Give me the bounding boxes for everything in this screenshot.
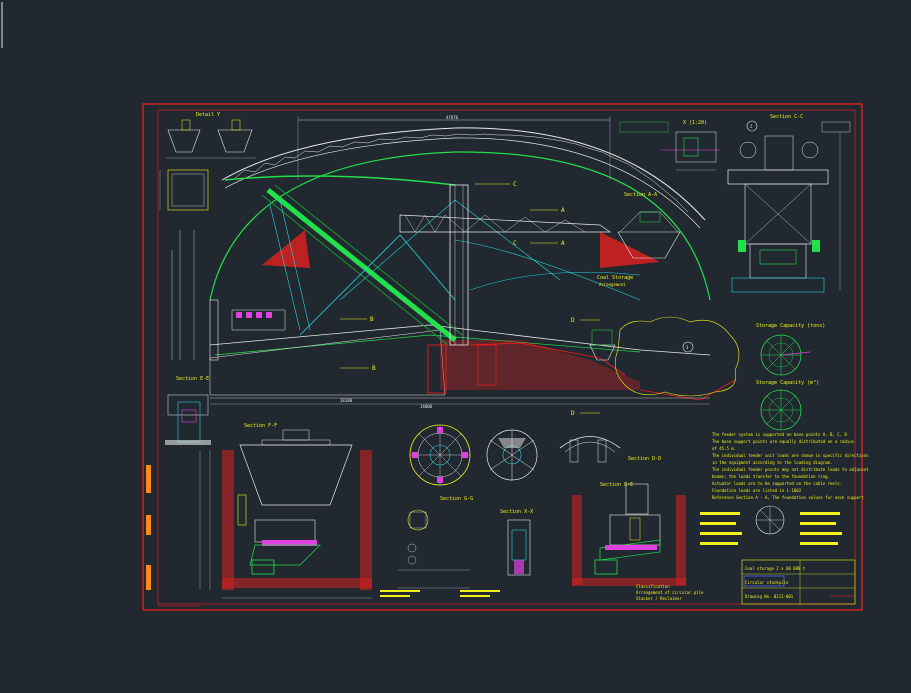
cut-mark-c2: C xyxy=(513,240,517,247)
section-aa-view: Section A-A xyxy=(617,192,681,259)
cut-mark-b2: B xyxy=(372,365,376,372)
storage-capacity-lower: Storage Capacity (m³) xyxy=(756,380,819,431)
cut-mark-a1: A xyxy=(561,207,565,214)
sheet-border-outer xyxy=(142,103,863,611)
detail-x-title: X (1:20) xyxy=(683,120,707,126)
detail-y-title: Detail Y xyxy=(196,112,220,118)
note-line-0: The feeder system is supported on base p… xyxy=(712,432,847,437)
note-line-1: The base support points are equally dist… xyxy=(712,439,855,444)
section-ee-title: Section E-E xyxy=(176,376,209,382)
note-line-3: The individual feeder unit loads are sho… xyxy=(712,453,869,458)
callout-2: 2 xyxy=(750,124,753,129)
storage-capacity-lower-title: Storage Capacity (m³) xyxy=(756,380,819,386)
dim-mid-label: 18100 xyxy=(340,398,353,403)
note-line-4: in the equipment according to the loadin… xyxy=(712,460,832,465)
section-gg-view: Section G-G xyxy=(398,496,473,589)
section-dd-title: Section D-D xyxy=(628,456,661,462)
section-cc-view: Section C-C 2 xyxy=(727,114,851,293)
cut-mark-c1: C xyxy=(513,181,517,188)
storage-capacity-upper-title: Storage Capacity (tons) xyxy=(756,323,825,329)
dim-top-label: 47870 xyxy=(446,115,459,120)
bottom-note-0: Classification xyxy=(636,584,670,589)
section-xx-title: Section X-X xyxy=(500,509,533,515)
section-cc-title: Section C-C xyxy=(770,114,803,120)
note-line-7: Actuator loads are to be supported on th… xyxy=(712,481,842,486)
section-ff-title: Section F-F xyxy=(244,423,277,429)
cut-mark-a2: A xyxy=(561,240,565,247)
arc-detail-dd: Section D-D xyxy=(559,436,661,463)
section-aa-title: Section A-A xyxy=(624,192,657,198)
bottom-notes: Classification Arrangement of circular p… xyxy=(380,584,704,601)
section-ee-large-title: Section E-E xyxy=(600,482,633,488)
cut-mark-d2: D xyxy=(571,410,575,417)
section-ff-view: Section F-F xyxy=(199,423,372,599)
note-line-2: of 45.5 m. xyxy=(712,446,736,451)
general-notes: The feeder system is supported on base p… xyxy=(700,432,869,545)
note-line-5: The individual feeder points may not dis… xyxy=(712,467,869,472)
cut-mark-b1: B xyxy=(370,316,374,323)
section-ee-small-view: Section E-E xyxy=(165,376,211,445)
rotary-detail-2 xyxy=(486,429,538,481)
note-line-8: Foundation loads are listed in L-1002 xyxy=(712,488,802,493)
section-gg-title: Section G-G xyxy=(440,496,473,502)
coal-storage-label: Coal Storage xyxy=(597,275,633,281)
rotary-detail-1 xyxy=(409,424,471,486)
title-row-2: Drawing No. 0111-001 xyxy=(745,594,794,599)
note-line-6: beams; the loads transfer to the foundat… xyxy=(712,474,830,479)
title-block: Coal storage 2 x 60 000 t Circular stock… xyxy=(741,559,856,605)
coal-storage-sublabel: Arrangement xyxy=(599,282,626,287)
bottom-note-2: Stacker / Reclaimer xyxy=(636,596,682,601)
dim-bottom-label: 14000 xyxy=(420,404,433,409)
bottom-note-1: Arrangement of circular pile xyxy=(636,590,704,595)
title-row-1: Circular stockpile xyxy=(745,580,789,585)
cut-mark-d1: D xyxy=(571,317,575,324)
detail-y-view: Detail Y xyxy=(159,112,256,211)
storage-capacity-upper: Storage Capacity (tons) xyxy=(756,323,825,376)
detail-x-view: X (1:20) xyxy=(619,120,720,171)
callout-3: 3 xyxy=(686,345,689,350)
sheet-border-inner xyxy=(157,109,856,605)
section-ee-large-view: Section E-E xyxy=(572,482,686,586)
note-line-9: Reference Section A - A, The foundation … xyxy=(712,495,864,500)
revision-marks xyxy=(146,465,151,590)
section-xx-view: Section X-X xyxy=(500,509,533,576)
dome-section-view: 47870 xyxy=(171,115,740,417)
title-row-0: Coal storage 2 x 60 000 t xyxy=(745,566,806,571)
